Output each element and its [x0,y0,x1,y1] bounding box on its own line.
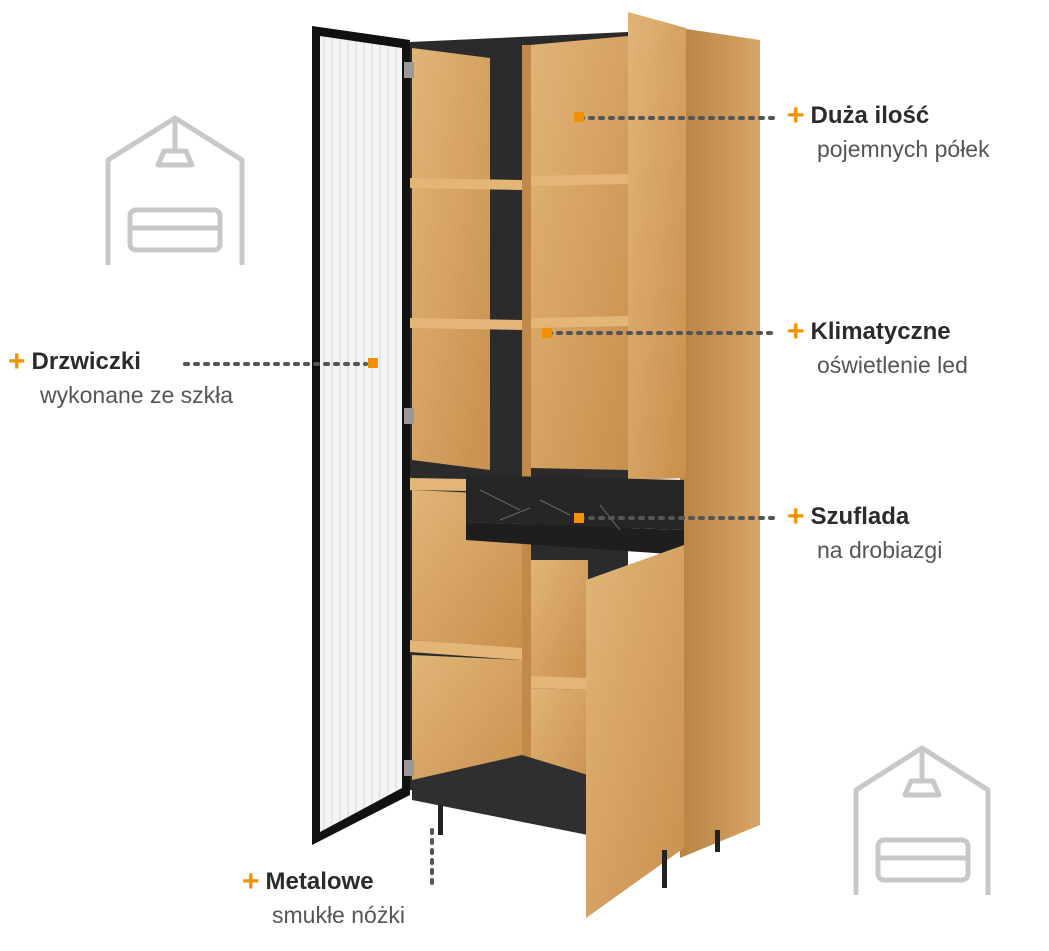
callout-title: Duża ilość [810,102,930,129]
callout-subtitle: wykonane ze szkła [40,382,234,408]
house-sofa-watermark-icon [853,745,991,895]
plus-icon: + [787,315,805,348]
plus-icon: + [242,865,260,898]
callout-subtitle: oświetlenie led [817,352,968,378]
callout-subtitle: na drobiazgi [817,537,943,563]
house-sofa-watermark-icon [105,115,245,265]
plus-icon: + [787,500,805,533]
plus-icon: + [8,345,26,378]
callout-title: Szuflada [810,503,910,530]
callout-door: +Drzwiczki wykonane ze szkła [8,345,234,409]
callout-shelves: +Duża ilość pojemnych półek [787,99,990,163]
glass-door [312,26,414,845]
callout-title: Drzwiczki [31,348,141,375]
callout-subtitle: pojemnych półek [817,136,990,162]
callout-legs: +Metalowe smukłe nóżki [242,865,405,929]
callout-title: Metalowe [265,868,374,895]
callout-lighting: +Klimatyczne oświetlenie led [787,315,968,379]
callout-drawer: +Szuflada na drobiazgi [787,500,943,564]
marker-dots [368,112,584,523]
callout-subtitle: smukłe nóżki [272,902,405,928]
cabinet [312,12,760,918]
callout-title: Klimatyczne [810,318,951,345]
leader-lines [183,116,780,888]
plus-icon: + [787,99,805,132]
